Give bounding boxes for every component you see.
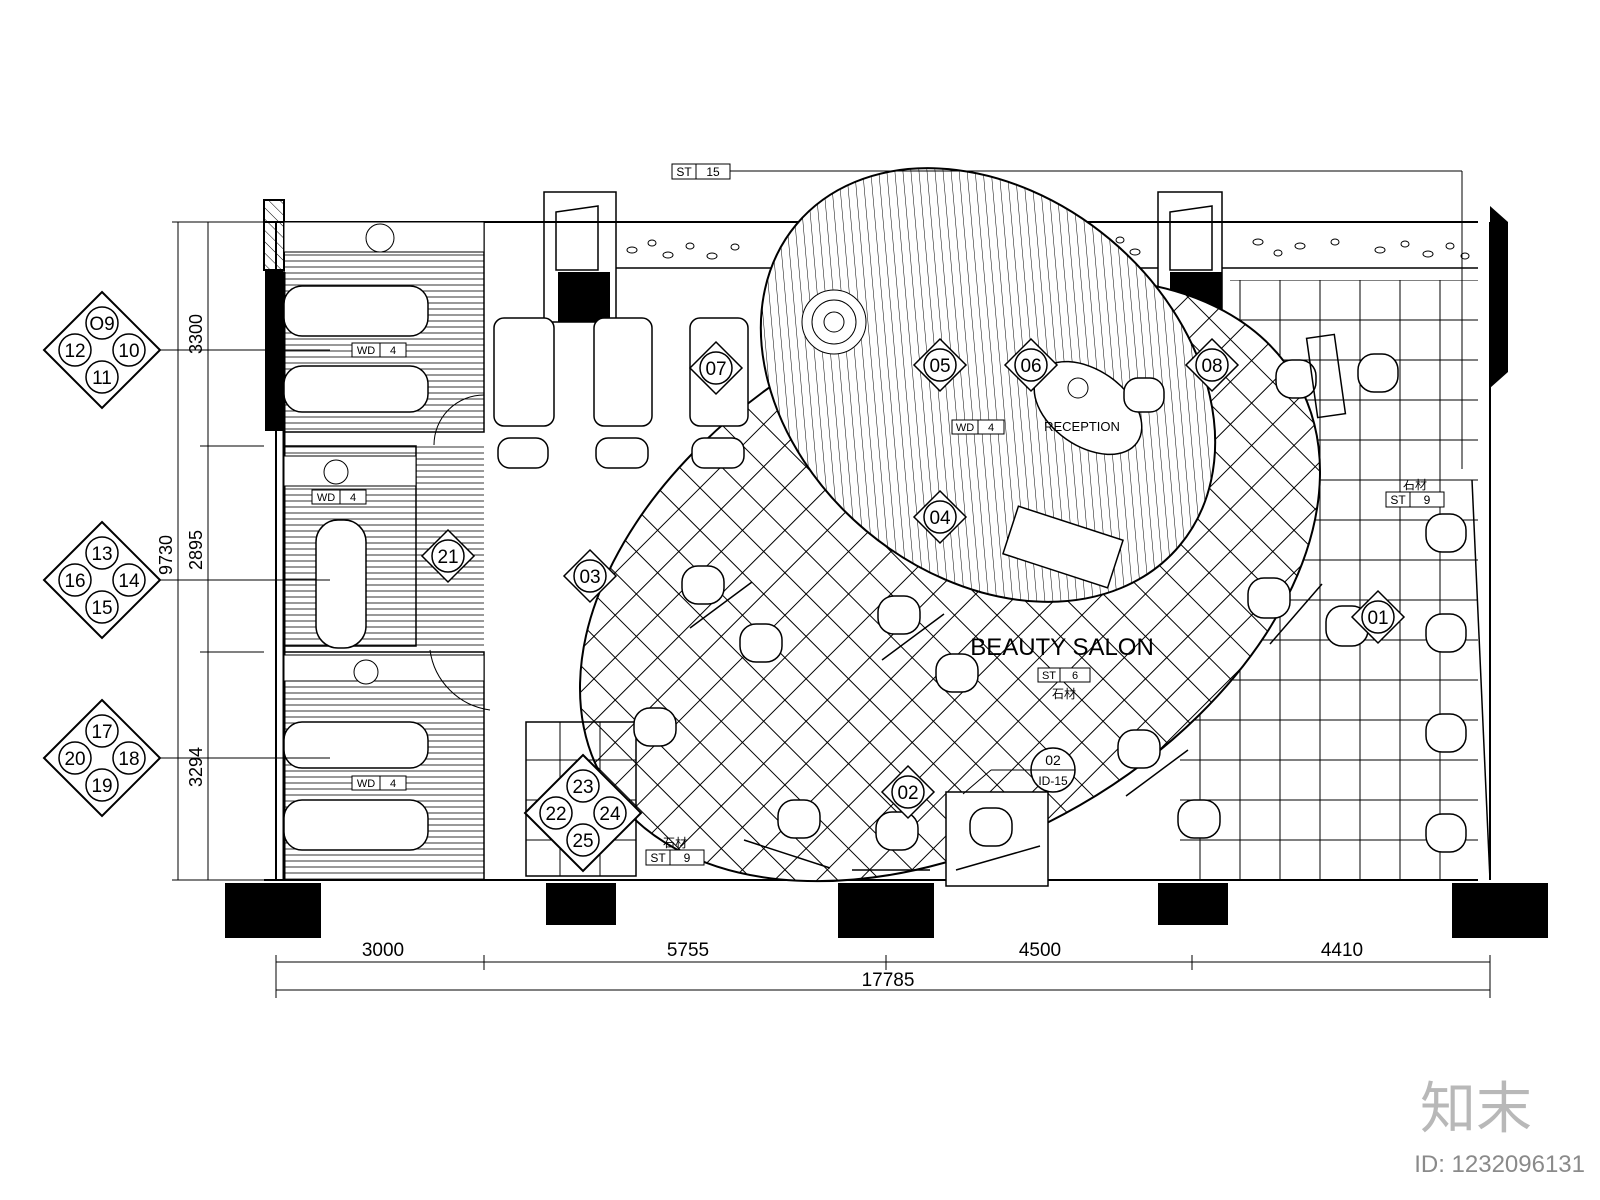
dim-bottom-4: 4410	[1321, 940, 1363, 961]
elev-label: 18	[118, 749, 139, 770]
salon-chairs	[633, 353, 1467, 853]
dim-bottom-1: 3000	[362, 940, 404, 961]
svg-text:ST: ST	[676, 165, 692, 179]
tag-st9-right: 石材 ST 9	[1385, 478, 1445, 508]
planter-pebbles	[626, 236, 1470, 260]
plant	[801, 289, 867, 355]
view-marker-07: 07	[688, 340, 744, 396]
dim-bottom-3: 4500	[1019, 940, 1061, 961]
svg-text:6: 6	[1072, 670, 1078, 682]
elevation-group-4: 23 24 25 22	[523, 753, 643, 873]
svg-text:ST: ST	[1390, 493, 1406, 507]
svg-text:WD: WD	[956, 422, 974, 434]
dimension-texts: 3000 5755 4500 4410 17785 9730 3300 2895…	[156, 314, 1363, 991]
svg-text:4: 4	[390, 778, 396, 790]
svg-text:15: 15	[706, 165, 720, 179]
view-marker-05: 05	[912, 337, 968, 393]
elev-label: 13	[91, 544, 112, 565]
svg-text:4: 4	[390, 345, 396, 357]
elev-label: 15	[91, 598, 112, 619]
elev-label: 10	[118, 341, 139, 362]
view-marker-label: 07	[705, 359, 726, 380]
svg-text:9: 9	[684, 851, 691, 865]
tag-wd-reception: WD 4	[951, 419, 1005, 435]
tag-wd-1: WD 4	[351, 342, 407, 358]
elev-label: 11	[92, 368, 112, 389]
svg-text:石材: 石材	[1052, 687, 1076, 701]
view-marker-08: 08	[1184, 337, 1240, 393]
view-marker-label: 08	[1201, 356, 1222, 377]
elev-label: 14	[118, 571, 140, 592]
svg-text:4: 4	[350, 492, 356, 504]
view-marker-21: 21	[420, 528, 476, 584]
watermark-id: ID: 1232096131	[1414, 1151, 1585, 1178]
elevation-group-3: 17 18 19 20	[42, 698, 162, 818]
svg-text:WD: WD	[317, 492, 335, 504]
left-rooms	[283, 221, 491, 881]
tag-st9-bottom: 石材 ST 9	[645, 836, 705, 866]
elev-label: O9	[89, 314, 114, 335]
view-marker-label: 06	[1020, 356, 1041, 377]
view-marker-04: 04	[912, 489, 968, 545]
svg-text:WD: WD	[357, 778, 375, 790]
elev-label: 12	[64, 341, 85, 362]
dim-total: 17785	[862, 970, 915, 991]
svg-text:02: 02	[1045, 752, 1061, 768]
room-label-beauty-salon: BEAUTY SALON	[970, 634, 1154, 661]
tag-st15: ST 15	[671, 163, 1463, 469]
elev-label: 24	[599, 804, 621, 825]
svg-text:ST: ST	[650, 851, 666, 865]
dim-left-1: 3300	[186, 314, 206, 354]
view-marker-label: 02	[897, 783, 918, 804]
columns	[225, 206, 1548, 938]
view-marker-02: 02	[880, 764, 936, 820]
view-marker-label: 21	[437, 547, 458, 568]
svg-text:ID-15: ID-15	[1038, 774, 1068, 788]
dim-left-2: 2895	[186, 530, 206, 570]
dim-left-total: 9730	[156, 535, 176, 575]
view-marker-label: 03	[579, 567, 600, 588]
elevation-group-1: O9 10 11 12	[42, 290, 162, 410]
reception-area	[759, 167, 1217, 603]
svg-text:石材: 石材	[663, 836, 687, 850]
watermark-logo: 知末	[1420, 1077, 1532, 1142]
view-marker-06: 06	[1003, 337, 1059, 393]
dim-bottom-2: 5755	[667, 940, 709, 961]
tag-wd-3: WD 4	[351, 775, 407, 791]
svg-text:石材: 石材	[1403, 478, 1427, 492]
svg-text:4: 4	[988, 422, 994, 434]
dim-left-3: 3294	[186, 747, 206, 787]
dimension-lines	[160, 221, 1491, 998]
view-marker-01: 01	[1350, 589, 1406, 645]
elev-label: 25	[572, 831, 593, 852]
detail-callout: 02 ID-15	[962, 747, 1076, 795]
elev-label: 16	[64, 571, 85, 592]
view-marker-label: 04	[929, 508, 951, 529]
svg-text:WD: WD	[357, 345, 375, 357]
svg-text:9: 9	[1424, 493, 1431, 507]
tag-st6: ST 6 石材	[1037, 667, 1091, 701]
room-label-reception: RECEPTION	[1044, 419, 1120, 434]
elev-label: 23	[572, 777, 593, 798]
view-marker-label: 01	[1367, 608, 1388, 629]
elev-label: 19	[91, 776, 112, 797]
svg-text:ST: ST	[1042, 670, 1056, 682]
elev-label: 17	[91, 722, 112, 743]
elev-label: 22	[545, 804, 566, 825]
view-marker-label: 05	[929, 356, 950, 377]
elevation-group-2: 13 14 15 16	[42, 520, 162, 640]
view-marker-03: 03	[562, 548, 618, 604]
elev-label: 20	[64, 749, 85, 770]
tag-wd-2: WD 4	[311, 489, 367, 505]
